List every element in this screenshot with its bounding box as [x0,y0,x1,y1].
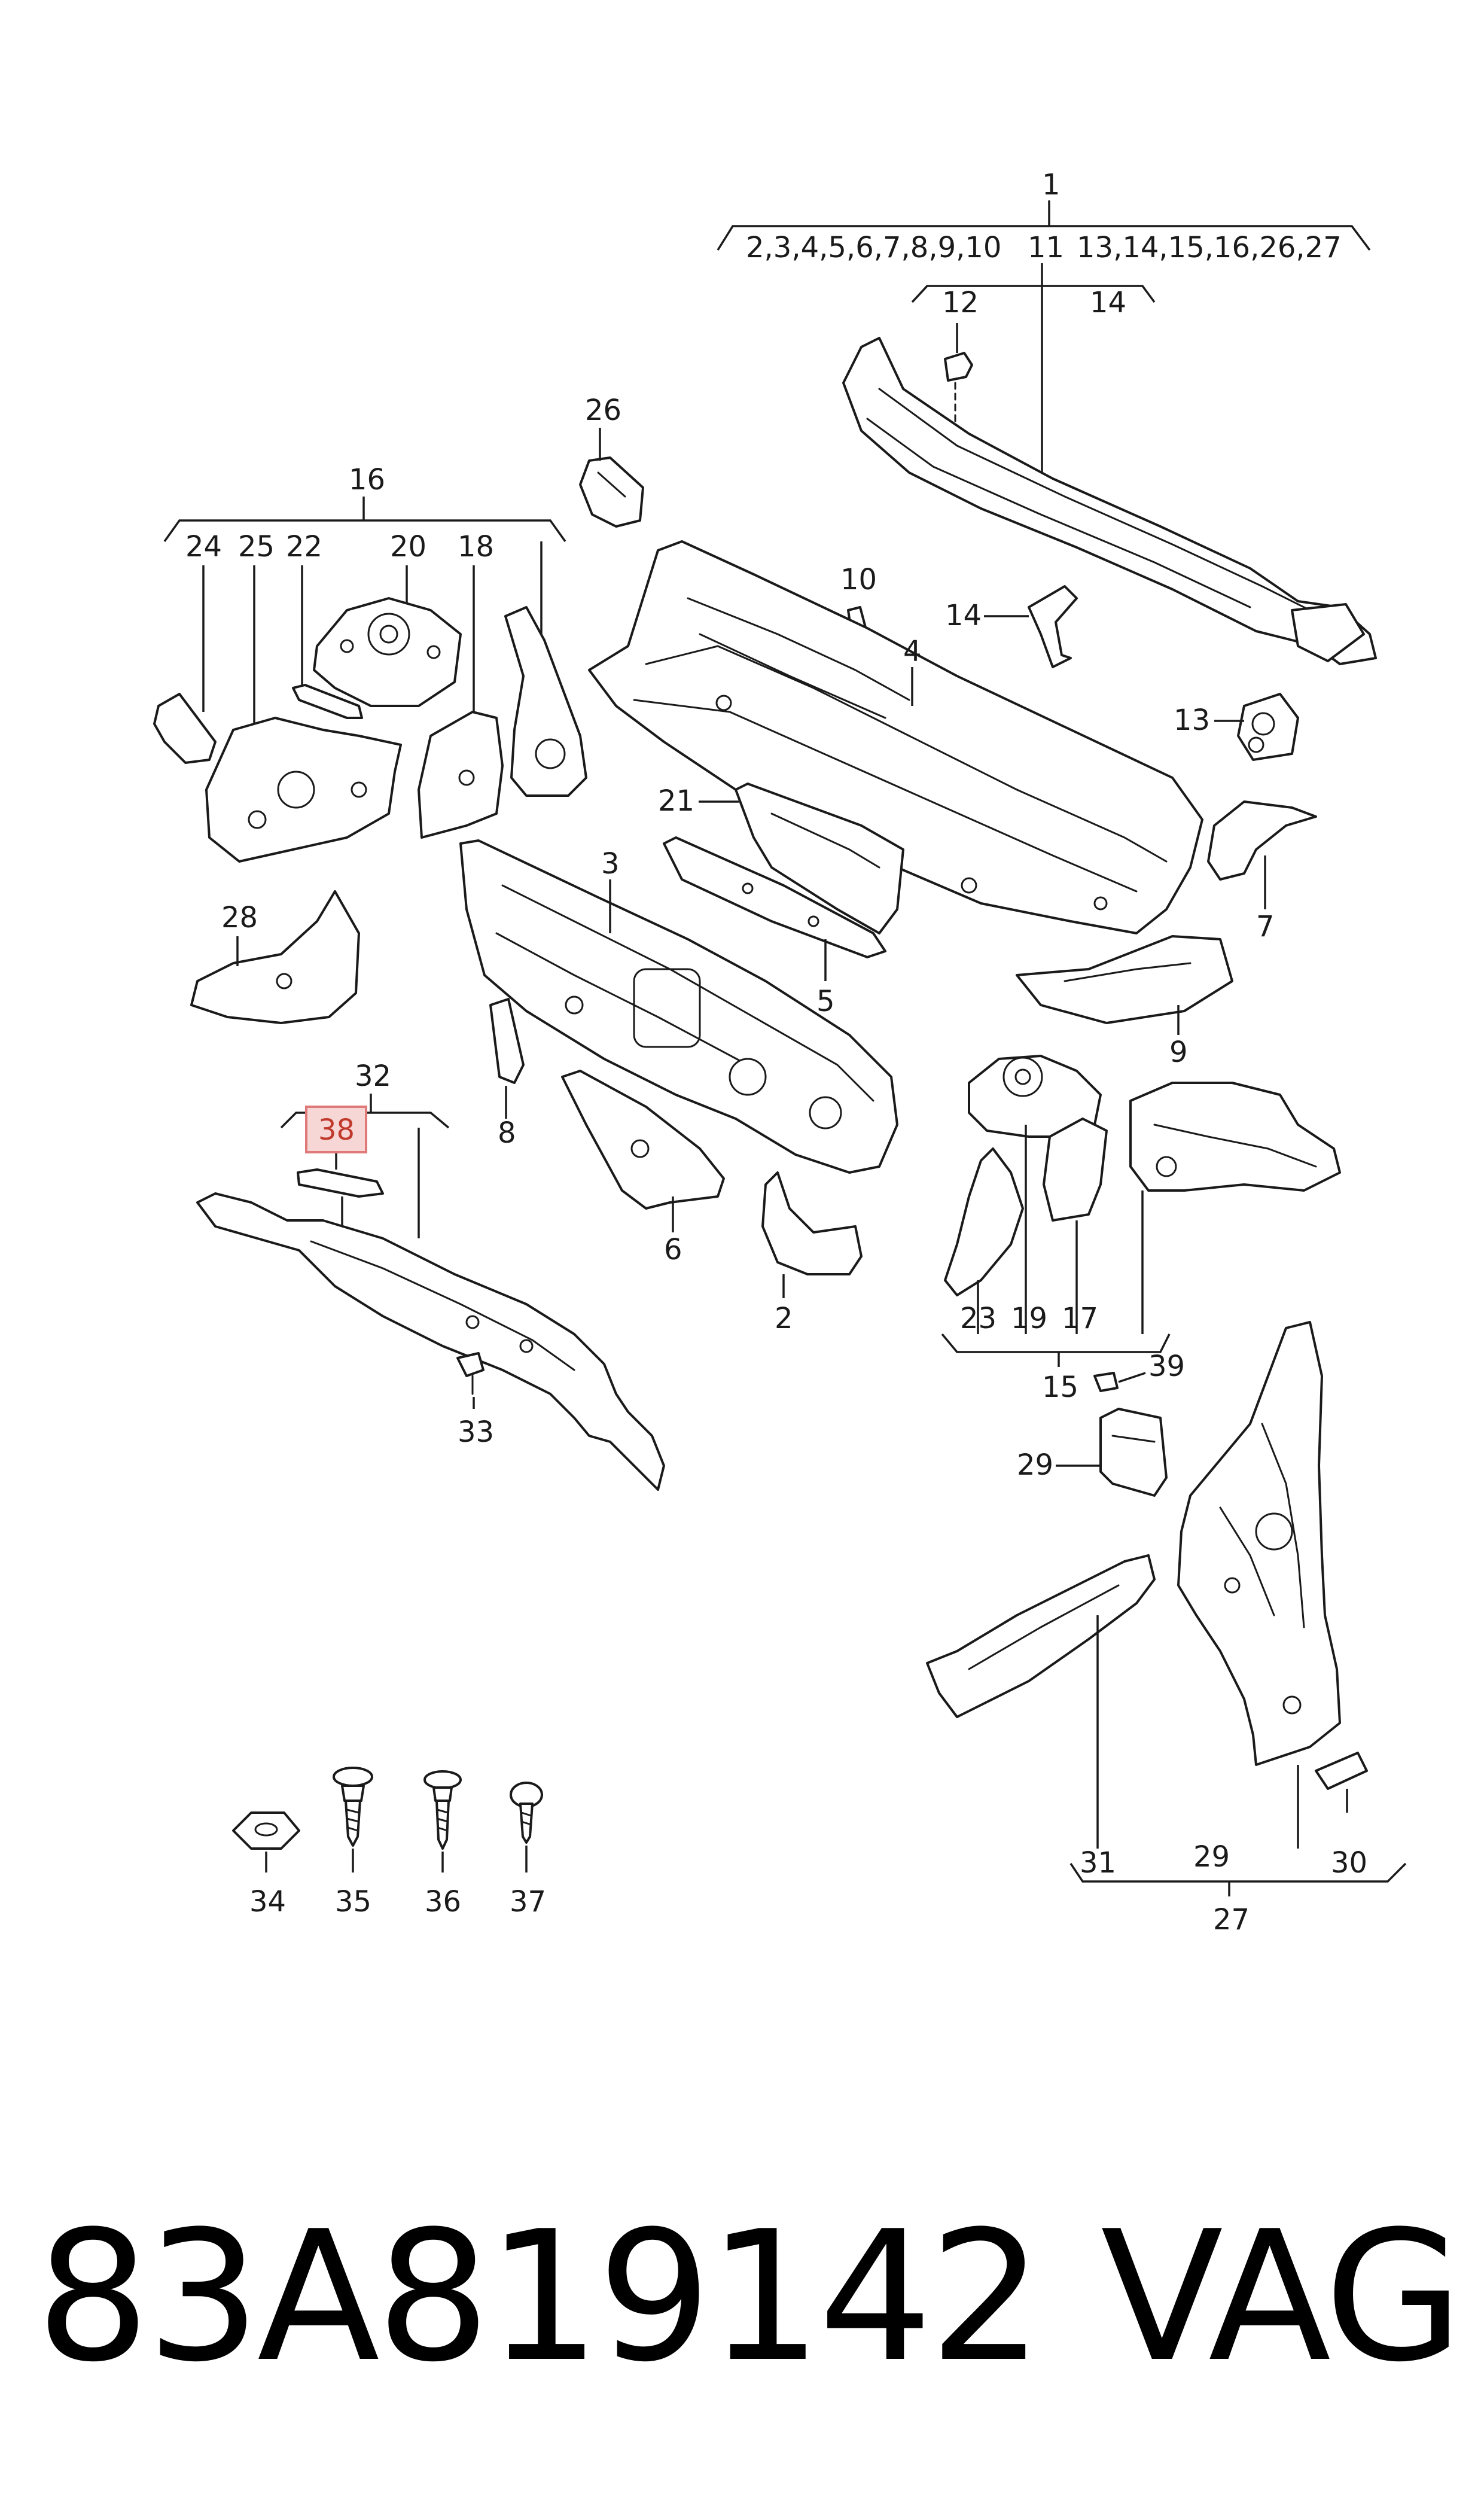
callout-group-15: 23 19 17 15 [941,1125,1171,1404]
callout-6: 6 [664,1233,682,1266]
callout-36: 36 [425,1885,461,1919]
part-26: 26 [579,394,644,528]
callout-29: 29 [1017,1448,1053,1482]
callout-23: 23 [960,1302,997,1335]
part-7: 7 [1207,800,1317,943]
callout-30: 30 [1331,1846,1367,1880]
part-23 [944,1147,1024,1296]
callout-31: 31 [1080,1846,1116,1880]
part-27-pillar [1177,1321,1341,1766]
callout-28: 28 [221,901,258,934]
callout-26: 26 [585,394,621,427]
callout-19: 19 [1011,1302,1047,1335]
callout-16: 16 [349,463,385,497]
callout-33: 33 [458,1415,494,1449]
callout-1-group-left: 2,3,4,5,6,7,8,9,10 [746,231,1001,264]
callout-group-32: 32 38 [280,1059,450,1238]
part-4-plenum: 4 [588,540,1203,934]
part-24 [153,693,217,764]
part-11-cross-beam [842,337,1377,665]
part-36-screw: 36 [423,1770,462,1919]
callout-20: 20 [390,530,426,564]
callout-39: 39 [1148,1350,1185,1383]
callout-27: 27 [1213,1903,1250,1937]
part-15-housing [1129,1082,1341,1192]
part-34-nut: 34 [232,1811,300,1919]
part-13: 13 [1174,693,1299,761]
callout-group-11: 12 14 [911,263,1156,491]
callout-13: 13 [1174,704,1210,737]
part-3-bulkhead: 3 [459,839,898,1174]
callout-group-27: 31 29 30 27 [1069,1615,1407,1937]
callout-3: 3 [601,847,620,881]
callout-14: 14 [945,599,982,632]
callout-9: 9 [1169,1036,1188,1069]
callout-group-16: 16 24 25 22 20 18 [163,463,566,724]
part-20 [313,597,462,707]
callout-18: 18 [458,530,494,564]
callout-37: 37 [510,1885,546,1919]
part-6: 6 [561,1070,725,1266]
part-21: 21 [658,783,904,934]
callout-29-bottom: 29 [1193,1840,1230,1874]
part-32-rail [196,1192,665,1491]
part-39-bolt: 39 [1093,1350,1185,1392]
callout-5: 5 [816,985,835,1018]
part-38 [297,1168,384,1229]
brand-label: VAG [1101,2193,1463,2401]
callout-35: 35 [335,1885,371,1919]
callout-1-group-right: 13,14,15,16,26,27 [1077,231,1342,264]
part-22 [292,684,363,719]
callout-group-1: 1 2,3,4,5,6,7,8,9,10 11 13,14,15,16,26,2… [717,168,1371,264]
part-37-pin: 37 [510,1782,546,1919]
highlight-box-38 [305,1106,367,1153]
part-14: 14 [945,585,1078,668]
part-9: 9 [1016,935,1233,1069]
part-16 [504,606,587,797]
callout-22: 22 [286,530,322,564]
part-2: 2 [761,1171,863,1335]
callout-25: 25 [238,530,275,564]
callout-8: 8 [498,1116,516,1150]
part-29-bracket: 29 [1017,1408,1168,1497]
callout-15: 15 [1042,1371,1078,1404]
callout-38: 38 [318,1113,355,1147]
callout-14-top: 14 [1090,286,1126,319]
callout-34: 34 [249,1885,286,1919]
callout-7: 7 [1256,910,1275,943]
callout-17: 17 [1062,1302,1098,1335]
part-17 [1043,1118,1108,1222]
callout-12: 12 [942,286,979,319]
callout-2: 2 [775,1302,793,1335]
callout-32: 32 [355,1059,391,1093]
callout-21: 21 [658,784,694,818]
part-number: 83A819142 [36,2193,1043,2401]
part-5: 5 [663,836,886,1018]
part-31 [926,1554,1156,1718]
part-35-screw: 35 [333,1767,373,1919]
part-25 [205,717,402,863]
part-18 [418,711,504,839]
part-12 [944,352,973,450]
part-8: 8 [489,998,525,1150]
part-33-screw: 33 [456,1352,494,1449]
callout-24: 24 [185,530,222,564]
callout-4: 4 [903,635,922,668]
callout-1-group-mid: 11 [1028,231,1064,264]
part-28: 28 [190,890,360,1024]
callout-10: 10 [840,563,877,596]
callout-1: 1 [1042,168,1061,202]
part-19-tower [968,1055,1102,1138]
part-30 [1315,1752,1368,1790]
